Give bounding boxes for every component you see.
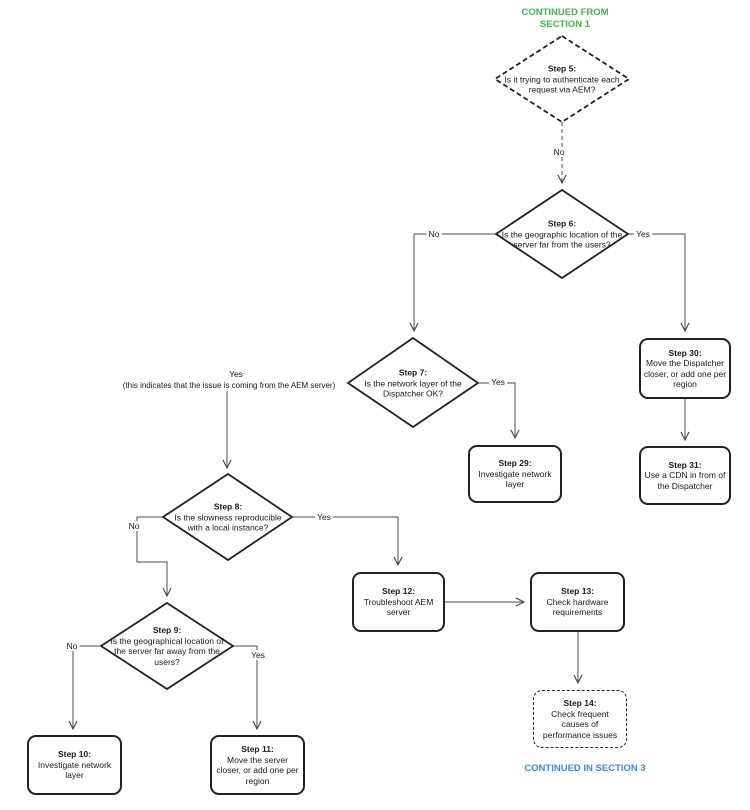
node-step13: Step 13: Check hardware requirements: [530, 572, 625, 632]
edge-label-step7-yes: Yes: [489, 377, 507, 387]
connector-step6-step7: [409, 233, 496, 333]
connector-step8-step9: [136, 516, 172, 598]
continued-from-section-label: CONTINUED FROM SECTION 1: [521, 7, 609, 30]
decision-step8-diamond: [161, 472, 294, 562]
node-step7-text: Is the network layer of the Dispatcher O…: [364, 377, 462, 399]
node-step5-title: Step 5:: [547, 63, 577, 74]
decision-step5-diamond: [493, 34, 631, 124]
connector-step9-step10: [68, 645, 101, 731]
edge-label-step8-no: No: [126, 521, 142, 531]
node-step11: Step 11: Move the server closer, or add …: [210, 735, 305, 795]
edge-label-step5-no: No: [551, 147, 567, 157]
node-step30: Step 30: Move the Dispatcher closer, or …: [639, 338, 731, 399]
decision-step9-diamond: [99, 601, 235, 691]
edge-label-step6-no: No: [426, 229, 442, 239]
node-step29-title: Step 29:: [498, 458, 532, 469]
node-step6-text: Is the geographic location of the server…: [501, 228, 623, 250]
node-step9-text: Is the geographical location of the serv…: [110, 635, 224, 667]
node-step10-title: Step 10:: [57, 749, 92, 760]
edge-label-step7-yes-down: Yes: [227, 369, 245, 379]
node-step10-text: Investigate network layer: [37, 759, 112, 781]
node-step6-title: Step 6:: [547, 218, 577, 229]
connector-step9-step11: [233, 645, 262, 731]
node-step12-title: Step 12:: [381, 586, 416, 597]
node-step12-text: Troubleshoot AEM server: [363, 596, 434, 618]
node-step13-title: Step 13:: [560, 586, 595, 597]
edge-label-step9-no: No: [64, 641, 80, 651]
node-step29: Step 29: Investigate network layer: [468, 445, 562, 503]
node-step7-title: Step 7:: [398, 367, 428, 378]
node-step12: Step 12: Troubleshoot AEM server: [352, 572, 445, 632]
node-step14-title: Step 14:: [563, 698, 597, 708]
node-step31-title: Step 31:: [668, 459, 702, 470]
node-step8-title: Step 8:: [213, 501, 243, 512]
node-step11-text: Move the server closer, or add one per r…: [216, 754, 299, 786]
decision-step6-diamond: [494, 188, 630, 280]
node-step5: Step 5: Is it trying to authenticate eac…: [501, 63, 623, 95]
node-step30-title: Step 30:: [668, 347, 702, 358]
node-step5-text: Is it trying to authenticate each reques…: [504, 73, 620, 95]
node-step11-title: Step 11:: [241, 744, 274, 754]
node-step31-text: Use a CDN in from of the Dispatcher: [644, 470, 726, 491]
node-step8: Step 8: Is the slowness reproducible wit…: [172, 501, 284, 533]
node-step13-text: Check hardware requirements: [546, 596, 609, 618]
decision-step7-diamond: [346, 336, 480, 429]
connector-step8-step12: [292, 516, 403, 567]
node-step29-text: Investigate network layer: [478, 468, 552, 490]
node-step14: Step 14: Check frequent causes of perfor…: [533, 690, 627, 748]
node-step31: Step 31: Use a CDN in from of the Dispat…: [639, 446, 731, 505]
node-step14-text: Check frequent causes of performance iss…: [542, 708, 618, 740]
edge-label-step7-yes-note: (this indicates that the issue is coming…: [120, 381, 338, 391]
node-step7: Step 7: Is the network layer of the Disp…: [361, 367, 465, 399]
node-step6: Step 6: Is the geographic location of th…: [501, 218, 623, 250]
node-step9-title: Step 9:: [152, 625, 182, 635]
edge-label-step8-yes: Yes: [315, 512, 333, 522]
node-step8-text: Is the slowness reproducible with a loca…: [174, 511, 282, 533]
continued-in-section-label: CONTINUED IN SECTION 3: [524, 763, 646, 774]
connector-step6-step30: [628, 233, 690, 333]
connector-step7-step29: [478, 382, 520, 440]
node-step9: Step 9: Is the geographical location of …: [110, 625, 224, 667]
node-step10: Step 10: Investigate network layer: [27, 735, 122, 795]
node-step30-text: Move the Dispatcher closer, or add one p…: [643, 358, 727, 389]
edge-label-step9-yes: Yes: [249, 650, 267, 660]
edge-label-step6-yes: Yes: [634, 229, 652, 239]
